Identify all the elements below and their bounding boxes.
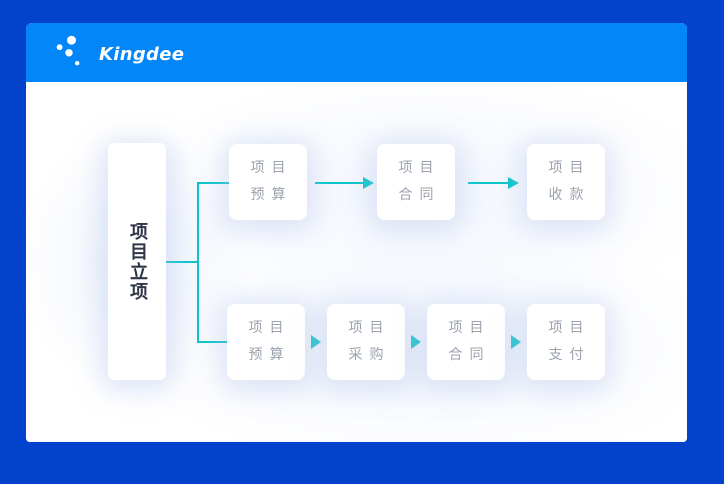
header-bar: Kingdee	[26, 23, 687, 82]
flow-node-label-line2: 合同	[448, 347, 491, 363]
arrow-bottom-3	[511, 335, 521, 349]
flow-node-project-budget-top: 项目 预算	[229, 144, 307, 220]
flow-node-label-line1: 项目	[448, 320, 491, 336]
flow-node-label-line1: 项目	[348, 320, 391, 336]
flow-node-project-contract-top: 项目 合同	[377, 144, 455, 220]
flow-node-label-line2: 预算	[250, 187, 293, 203]
flow-node-project-receipt: 项目 收款	[527, 144, 605, 220]
flow-node-project-contract-bottom: 项目 合同	[427, 304, 505, 380]
flow-node-label-line2: 支付	[548, 347, 591, 363]
flow-node-label-line1: 项目	[548, 320, 591, 336]
branch-connector-line	[166, 182, 229, 343]
arrow-top-1	[315, 177, 374, 189]
flow-node-label-line2: 收款	[548, 187, 591, 203]
flow-node-project-initiation: 项目立项	[108, 143, 166, 380]
diagram-card: Kingdee	[26, 23, 687, 442]
arrow-bottom-1	[311, 335, 321, 349]
flow-node-project-payment: 项目 支付	[527, 304, 605, 380]
flowchart-canvas: 项目立项 项目 预算 项目 合同 项目 收款 项目 预	[26, 82, 687, 442]
flow-node-label-line2: 预算	[248, 347, 291, 363]
flow-node-label-line1: 项目	[248, 320, 291, 336]
flow-node-label-line2: 合同	[398, 187, 441, 203]
flow-node-project-procurement: 项目 采购	[327, 304, 405, 380]
flow-node-project-budget-bottom: 项目 预算	[227, 304, 305, 380]
flow-node-label-line2: 采购	[348, 347, 391, 363]
flow-node-label-line1: 项目	[548, 160, 591, 176]
flow-node-label-line1: 项目	[250, 160, 293, 176]
flow-node-label: 项目立项	[127, 221, 148, 302]
kingdee-wordmark: Kingdee	[99, 43, 185, 65]
kingdee-dots-icon	[56, 35, 80, 66]
kingdee-logo: Kingdee	[56, 31, 184, 75]
flow-node-label-line1: 项目	[398, 160, 441, 176]
arrow-bottom-2	[411, 335, 421, 349]
arrow-top-2	[468, 177, 519, 189]
